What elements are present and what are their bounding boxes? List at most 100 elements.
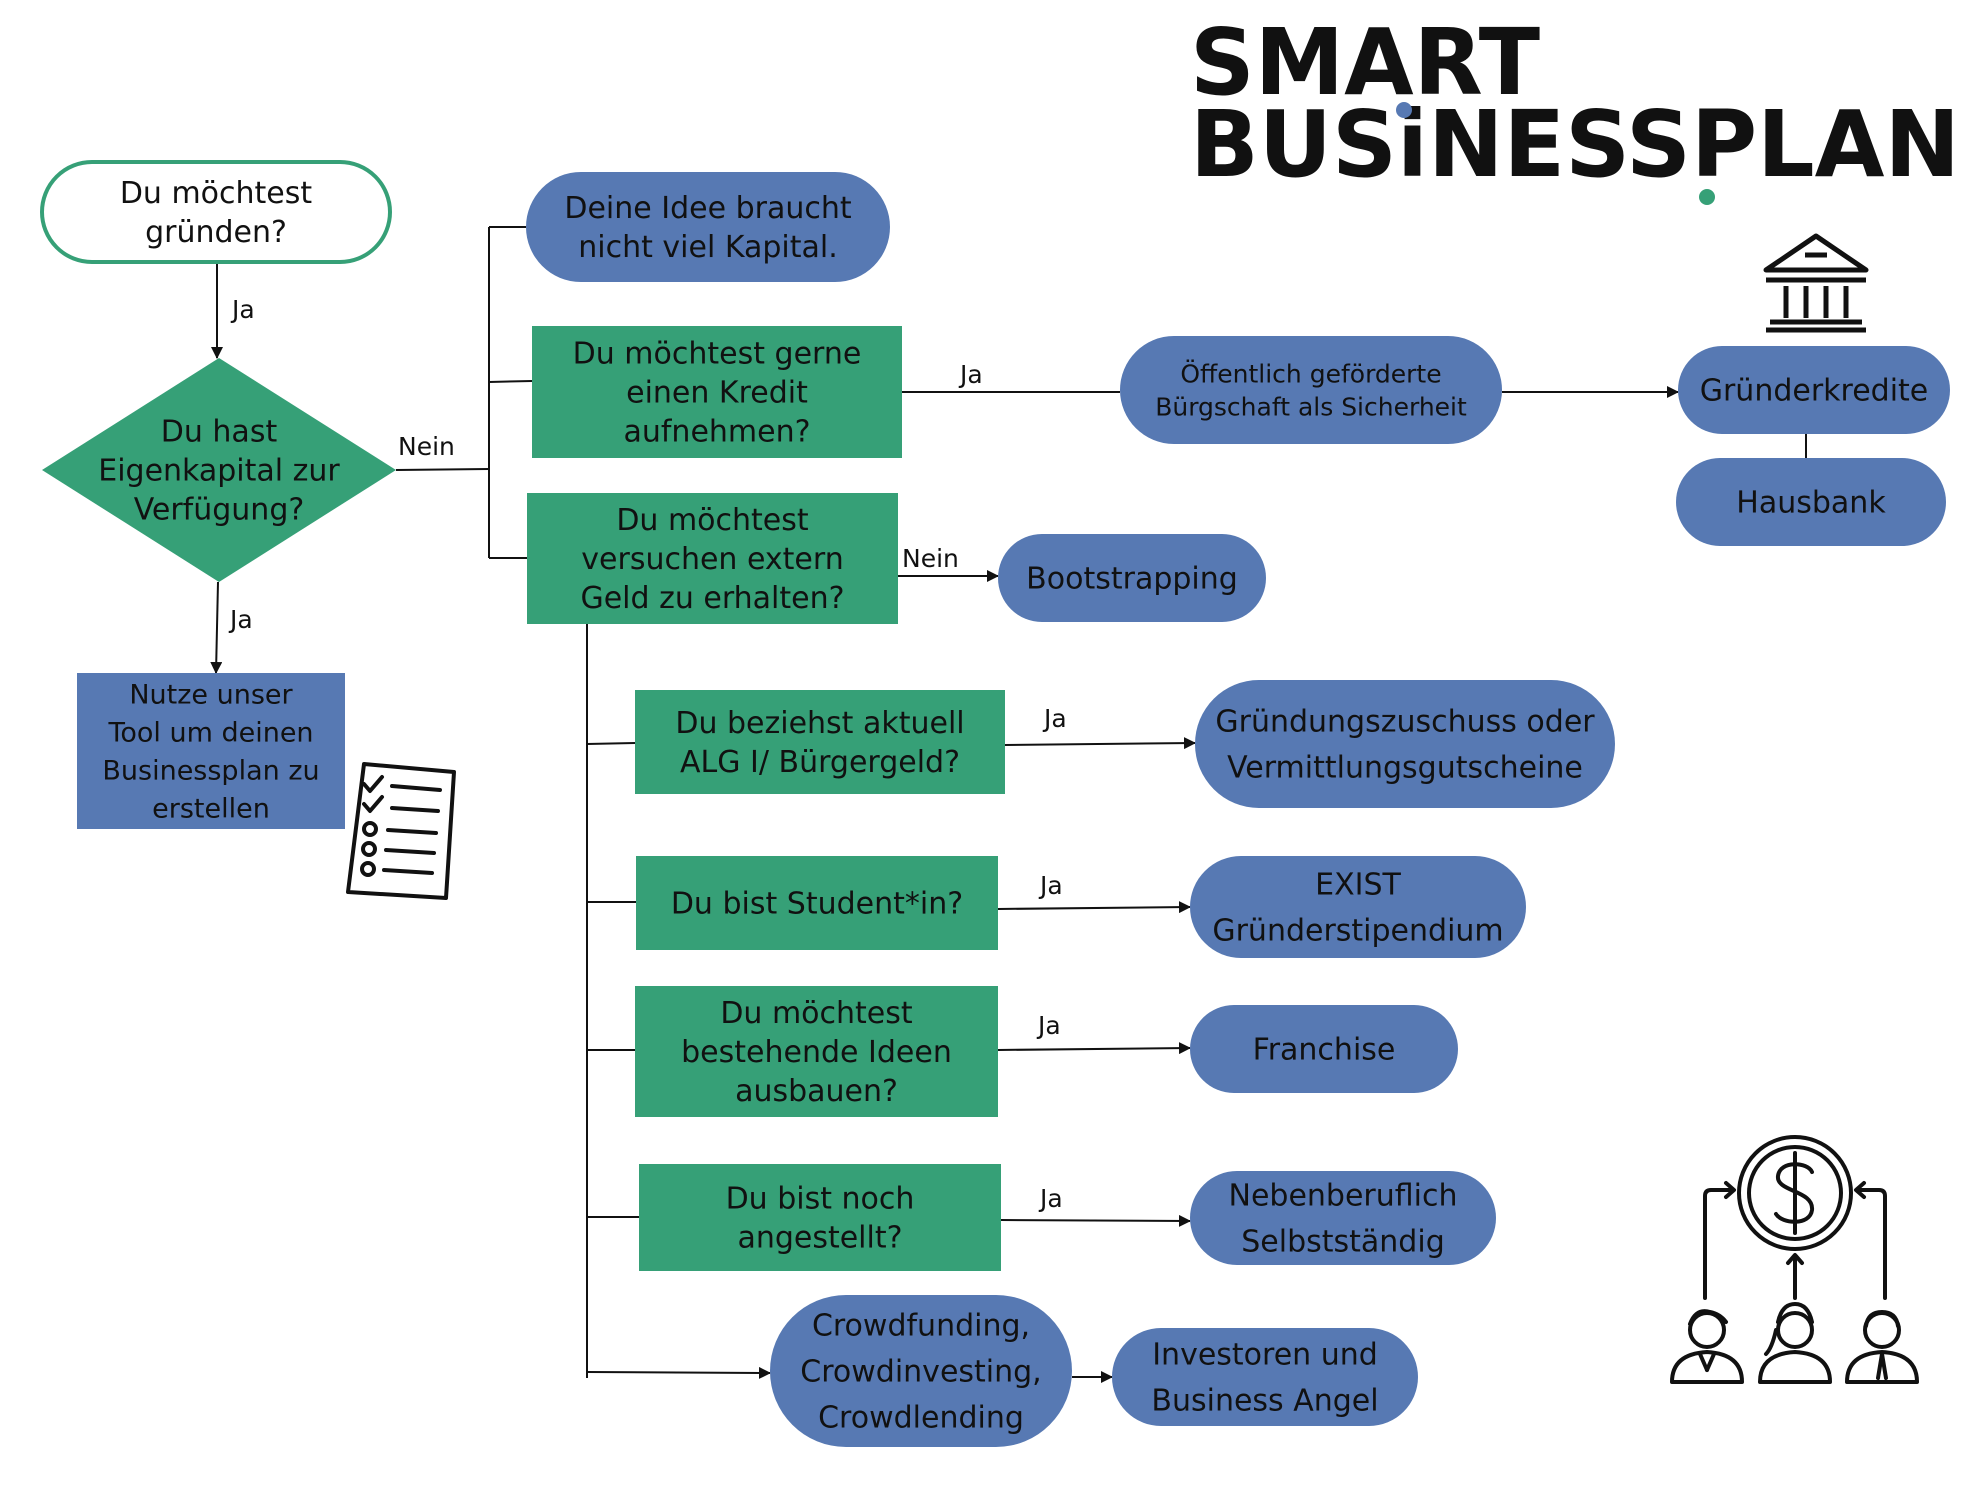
logo-line-1: SMART [1190,9,1540,116]
node-crowd-label: Crowdfunding, Crowdinvesting, Crowdlending [800,1309,1041,1436]
logo-dot-green [1699,189,1715,205]
node-grant-line: Vermittlungsgutscheine [1227,751,1583,786]
node-student-line: Du bist Student*in? [671,887,963,922]
node-tool-shape [77,673,345,829]
node-credit-line: einen Kredit [626,376,808,411]
edge-label-student-exist: Ja [1038,871,1063,900]
edge-bus-alg [586,742,636,745]
node-equity-line: Du hast [161,415,278,450]
bank-icon [1763,233,1869,333]
node-exist-label: EXIST Gründerstipendium [1212,868,1503,949]
node-sideline-line: Nebenberuflich [1229,1179,1458,1214]
node-tool-line: Tool um deinen [107,717,313,748]
node-start-line: Du möchtest [120,176,313,211]
node-start-line: gründen? [145,215,287,250]
node-start-shape [40,160,392,264]
node-founder-loans-shape [1678,346,1950,434]
node-alg-line: Du beziehst aktuell [675,706,964,741]
node-franchise-line: Franchise [1253,1033,1396,1068]
edge-bus-credit [488,380,533,383]
node-tool-line: Nutze unser [129,679,293,710]
edge-label-employed-sideline: Ja [1038,1184,1063,1213]
node-alg-shape [635,690,1005,794]
node-investors-line: Investoren und [1152,1338,1378,1373]
node-expand-shape [635,986,998,1117]
node-student-label: Du bist Student*in? [671,887,963,922]
node-crowd-line: Crowdlending [818,1401,1024,1436]
node-external-line: Geld zu erhalten? [580,581,844,616]
edge-label-equity-branch: Nein [398,432,455,461]
node-credit-label: Du möchtest gerne einen Kredit aufnehmen? [573,337,862,450]
node-crowd-line: Crowdinvesting, [800,1355,1041,1390]
node-tool-line: Businessplan zu [102,755,319,786]
node-equity-line: Verfügung? [134,493,305,528]
node-investors-line: Business Angel [1151,1384,1378,1419]
edge-label-alg-grant: Ja [1042,704,1067,733]
logo-line-2: BUSiNESSPLAN [1190,91,1960,198]
node-expand-line: bestehende Ideen [681,1035,952,1070]
node-credit-line: Du möchtest gerne [573,337,862,372]
node-little-capital-line: nicht viel Kapital. [578,230,838,265]
node-employed-line: Du bist noch [726,1182,915,1217]
node-little-capital-line: Deine Idee braucht [564,191,852,226]
node-little-capital-shape [526,172,890,282]
node-external-shape [527,493,898,624]
people-funding-dollar-icon [1670,1135,1919,1384]
checklist-icon [346,762,456,900]
edge-bus-crowd [586,1366,771,1379]
edge-student-exist [997,901,1191,914]
node-expand-line: Du möchtest [720,996,913,1031]
edge-label-external-bootstrapping: Nein [902,544,959,573]
node-franchise-label: Franchise [1253,1033,1396,1068]
edge-label-start-equity: Ja [230,295,255,324]
node-tool-line: erstellen [152,793,270,824]
node-equity-shape [42,358,396,582]
node-employed-shape [639,1164,1001,1271]
node-student-shape [636,856,998,950]
node-exist-shape [1190,856,1526,958]
node-crowd-shape [770,1295,1072,1447]
edge-label-equity-tool: Ja [228,605,253,634]
node-credit-shape [532,326,902,458]
node-grant-shape [1195,680,1615,808]
edge-equity-tool [210,581,223,674]
logo: SMART BUSiNESSPLAN [1190,9,1960,205]
node-grant-line: Gründungszuschuss oder [1215,705,1595,740]
node-equity-line: Eigenkapital zur [98,454,340,489]
edge-expand-franchise [997,1042,1191,1055]
node-crowd-line: Crowdfunding, [812,1309,1030,1344]
node-credit-line: aufnehmen? [623,415,810,450]
node-exist-line: EXIST [1315,868,1401,903]
node-house-bank-label: Hausbank [1736,486,1886,521]
edge-employed-sideline [1000,1214,1191,1227]
node-house-bank-line: Hausbank [1736,486,1886,521]
node-investors-shape [1112,1328,1418,1426]
node-guarantee-shape [1120,336,1502,444]
node-employed-label: Du bist noch angestellt? [726,1182,915,1256]
node-founder-loans-line: Gründerkredite [1700,374,1929,409]
node-external-line: Du möchtest [616,503,809,538]
node-exist-line: Gründerstipendium [1212,914,1503,949]
node-house-bank-shape [1676,458,1946,546]
node-guarantee-line: Bürgschaft als Sicherheit [1155,392,1467,421]
node-external-line: versuchen extern [581,542,843,577]
node-sideline-line: Selbstständig [1241,1225,1444,1260]
node-guarantee-line: Öffentlich geförderte [1180,359,1441,388]
node-bootstrapping-shape [998,534,1266,622]
node-little-capital-label: Deine Idee braucht nicht viel Kapital. [564,191,852,265]
logo-dot-blue [1396,102,1412,118]
node-employed-line: angestellt? [737,1221,902,1256]
node-sideline-shape [1190,1171,1496,1265]
node-bootstrapping-line: Bootstrapping [1026,562,1238,597]
